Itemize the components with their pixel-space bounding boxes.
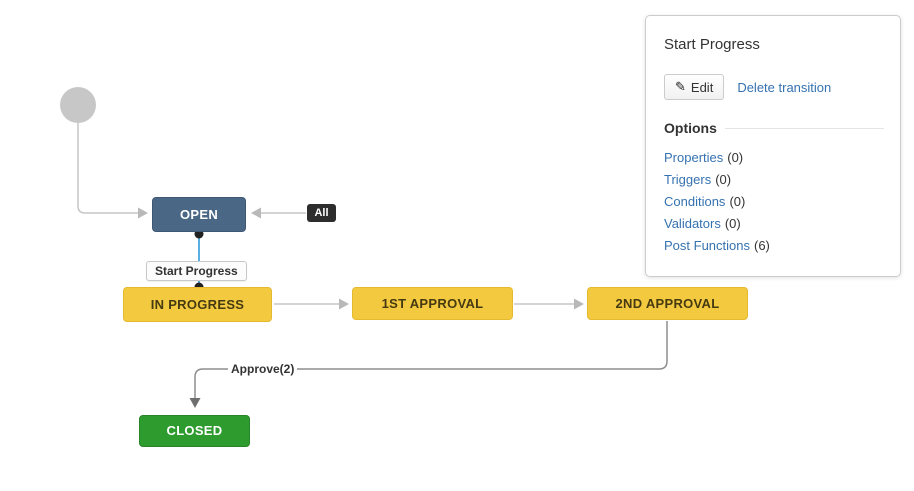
transition-label-all[interactable]: All bbox=[307, 204, 336, 222]
options-row-conditions: Conditions(0) bbox=[664, 191, 884, 213]
conditions-link[interactable]: Conditions bbox=[664, 194, 726, 209]
transition-label-approve[interactable]: Approve(2) bbox=[228, 362, 298, 376]
arrowhead-closed bbox=[189, 398, 201, 408]
transition-label-start-progress[interactable]: Start Progress bbox=[146, 261, 247, 281]
transition-line-create[interactable] bbox=[77, 123, 138, 214]
conditions-count: (0) bbox=[729, 194, 746, 209]
arrowhead-2nd bbox=[574, 298, 584, 310]
status-node-closed[interactable]: CLOSED bbox=[139, 415, 250, 447]
panel-actions: ✎ Edit Delete transition bbox=[664, 74, 884, 100]
status-node-in-progress[interactable]: IN PROGRESS bbox=[123, 287, 272, 322]
validators-count: (0) bbox=[724, 216, 741, 231]
options-list: Properties(0) Triggers(0) Conditions(0) … bbox=[664, 147, 884, 257]
edit-button[interactable]: ✎ Edit bbox=[664, 74, 725, 100]
arrowhead-1st bbox=[339, 298, 349, 310]
post-functions-count: (6) bbox=[754, 238, 770, 253]
validators-link[interactable]: Validators bbox=[664, 216, 721, 231]
options-heading: Options bbox=[664, 120, 717, 136]
properties-link[interactable]: Properties bbox=[664, 150, 724, 165]
properties-count: (0) bbox=[727, 150, 744, 165]
options-header: Options bbox=[664, 120, 884, 136]
triggers-link[interactable]: Triggers bbox=[664, 172, 712, 187]
options-row-post-functions: Post Functions (6) bbox=[664, 235, 884, 257]
start-node-circle[interactable] bbox=[60, 87, 96, 123]
options-row-validators: Validators(0) bbox=[664, 213, 884, 235]
status-node-1st-approval[interactable]: 1ST APPROVAL bbox=[352, 287, 513, 320]
triggers-count: (0) bbox=[715, 172, 732, 187]
transition-inspector-panel: Start Progress ✎ Edit Delete transition … bbox=[645, 15, 901, 277]
pencil-icon: ✎ bbox=[675, 79, 686, 94]
edit-button-label: Edit bbox=[690, 79, 714, 95]
arrowhead-all bbox=[251, 207, 261, 219]
post-functions-link[interactable]: Post Functions bbox=[664, 238, 750, 253]
options-divider bbox=[724, 127, 884, 129]
panel-title: Start Progress bbox=[664, 36, 760, 53]
transition-line-approve[interactable] bbox=[194, 321, 668, 398]
arrowhead-create bbox=[138, 207, 148, 219]
status-node-2nd-approval[interactable]: 2ND APPROVAL bbox=[587, 287, 748, 320]
options-row-triggers: Triggers(0) bbox=[664, 169, 884, 191]
delete-transition-link[interactable]: Delete transition bbox=[737, 79, 832, 95]
options-row-properties: Properties(0) bbox=[664, 147, 884, 169]
status-node-open[interactable]: OPEN bbox=[152, 197, 246, 232]
